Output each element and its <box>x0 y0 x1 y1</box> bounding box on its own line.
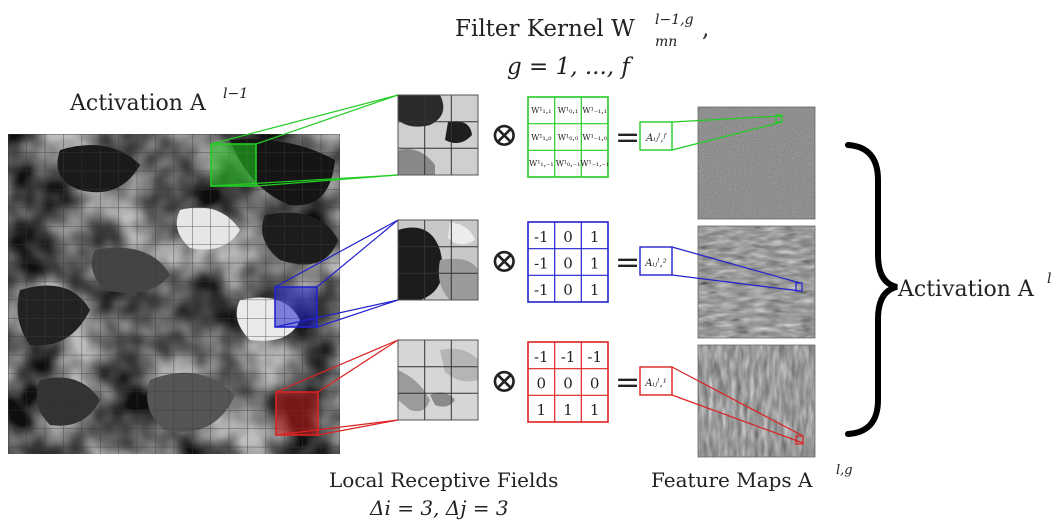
projection-lines-blue <box>274 219 399 328</box>
kernel-blue-cell-7: 0 <box>563 281 573 299</box>
kernel-red-cell-8: 1 <box>590 401 600 419</box>
feature-map-red <box>697 344 816 458</box>
kernel-red-cell-7: 1 <box>563 401 573 419</box>
input-patch-green <box>210 143 257 187</box>
kernel-blue-cell-2: 1 <box>590 228 600 246</box>
activation-output-label: Activation A <box>897 277 1035 302</box>
receptive-fields-caption: Local Receptive Fields Δi = 3, Δj = 3 <box>329 468 558 520</box>
conv-operator-red: ⊗ <box>490 361 519 401</box>
activation-input-superscript: l−1 <box>223 86 248 102</box>
conv-operator-green: ⊗ <box>490 115 519 155</box>
filter-kernel-title: Filter Kernel W mn l−1,g , g = 1, ..., f <box>455 12 709 80</box>
output-cell-red-label: Aᵢⱼˡ,¹ <box>644 378 667 389</box>
kernel-green-cell-2: W¹₋₁,₁ <box>582 106 607 115</box>
kernel-red-cell-3: 0 <box>537 375 547 393</box>
zoomed-patch-blue <box>397 219 479 301</box>
activation-output-brace <box>845 142 898 437</box>
input-patch-blue <box>274 286 318 328</box>
kernel-green: W¹₁,₁ W¹₀,₁ W¹₋₁,₁ W¹₁,₀ W¹₀,₀ W¹₋₁,₀ W¹… <box>527 96 609 178</box>
equals-sign-red: = <box>615 365 640 400</box>
feature-maps-superscript: l,g <box>836 463 853 478</box>
feature-map-green <box>697 106 816 220</box>
kernel-blue-cell-3: -1 <box>534 255 549 273</box>
kernel-blue-cell-8: 1 <box>590 281 600 299</box>
kernel-red-cell-6: 1 <box>537 401 547 419</box>
output-lines-blue <box>671 246 803 292</box>
kernel-green-cell-3: W¹₁,₀ <box>531 133 551 142</box>
receptive-fields-size: Δi = 3, Δj = 3 <box>369 496 509 520</box>
projection-lines-red <box>275 339 399 436</box>
equals-sign-green: = <box>615 120 640 155</box>
kernel-red-cell-5: 0 <box>590 375 600 393</box>
input-patch-red <box>275 391 319 436</box>
zoomed-patch-green <box>397 94 479 176</box>
kernel-green-cell-4: W¹₀,₀ <box>558 133 578 142</box>
filter-index-range: g = 1, ..., f <box>507 54 633 80</box>
kernel-blue-cell-0: -1 <box>534 228 549 246</box>
activation-output-superscript: l <box>1047 271 1051 287</box>
output-lines-green <box>671 114 783 151</box>
output-cell-red: Aᵢⱼˡ,¹ <box>639 366 673 396</box>
kernel-green-cell-7: W¹₀,₋₁ <box>556 159 581 168</box>
output-cell-green-label: Aᵢⱼˡ,ᶠ <box>645 133 667 144</box>
kernel-blue-cell-5: 1 <box>590 255 600 273</box>
output-cell-green: Aᵢⱼˡ,ᶠ <box>639 121 673 151</box>
kernel-green-cell-6: W¹₁,₋₁ <box>529 159 554 168</box>
kernel-green-cell-1: W¹₀,₁ <box>558 106 578 115</box>
output-lines-red <box>671 366 804 445</box>
feature-maps-caption: Feature Maps A l,g <box>651 463 853 492</box>
receptive-fields-label: Local Receptive Fields <box>329 468 558 492</box>
kernel-blue-cell-4: 0 <box>563 255 573 273</box>
activation-input-label: Activation A <box>69 91 207 116</box>
output-cell-blue: Aᵢⱼˡ,² <box>639 246 673 276</box>
activation-input-title: Activation A l−1 <box>69 86 248 116</box>
kernel-blue-cell-1: 0 <box>563 228 573 246</box>
kernel-blue: -1 0 1 -1 0 1 -1 0 1 <box>527 221 609 303</box>
kernel-green-cell-0: W¹₁,₁ <box>531 106 551 115</box>
kernel-red-cell-1: -1 <box>561 348 576 366</box>
filter-kernel-comma: , <box>702 16 709 42</box>
kernel-red-cell-4: 0 <box>563 375 573 393</box>
output-cell-blue-label: Aᵢⱼˡ,² <box>644 258 667 269</box>
kernel-blue-cell-6: -1 <box>534 281 549 299</box>
conv-operator-blue: ⊗ <box>490 241 519 281</box>
feature-maps-label: Feature Maps A <box>651 468 813 492</box>
projection-lines-green <box>210 94 399 187</box>
activation-output-title: Activation A l <box>897 271 1051 302</box>
kernel-green-cell-5: W¹₋₁,₀ <box>582 133 607 142</box>
kernel-red-cell-2: -1 <box>587 348 602 366</box>
kernel-red-cell-0: -1 <box>534 348 549 366</box>
filter-kernel-superscript: l−1,g <box>655 12 694 28</box>
kernel-green-cell-8: W¹₋₁,₋₁ <box>580 159 609 168</box>
filter-kernel-label: Filter Kernel W <box>455 16 635 42</box>
filter-kernel-subscript: mn <box>655 34 677 50</box>
equals-sign-blue: = <box>615 245 640 280</box>
kernel-red: -1 -1 -1 0 0 0 1 1 1 <box>527 341 609 423</box>
zoomed-patch-red <box>397 339 479 421</box>
